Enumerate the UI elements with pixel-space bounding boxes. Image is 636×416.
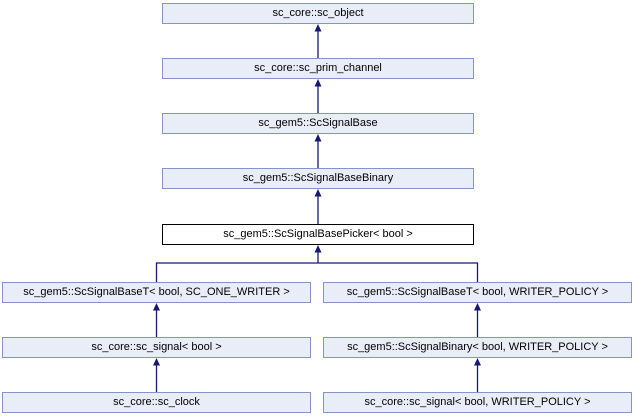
class-node-sc-core-sc-object[interactable]: sc_core::sc_object (162, 3, 474, 24)
class-node-current-sc-gem5-scsignalbasepicker: sc_gem5::ScSignalBasePicker< bool > (162, 224, 474, 245)
class-node-sc-gem5-scsignalbinary[interactable]: sc_gem5::ScSignalBinary< bool, WRITER_PO… (323, 337, 632, 358)
class-node-sc-gem5-scsignalbasebinary[interactable]: sc_gem5::ScSignalBaseBinary (162, 168, 474, 189)
class-node-sc-core-sc-signal-bool[interactable]: sc_core::sc_signal< bool > (2, 337, 311, 358)
arrow-heads (153, 24, 481, 366)
class-node-sc-gem5-scsignalbase[interactable]: sc_gem5::ScSignalBase (162, 113, 474, 134)
class-node-sc-gem5-scsignalbaset-sc-one-writer[interactable]: sc_gem5::ScSignalBaseT< bool, SC_ONE_WRI… (2, 282, 311, 303)
class-node-sc-core-sc-prim-channel[interactable]: sc_core::sc_prim_channel (162, 58, 474, 79)
class-node-sc-core-sc-signal-writer-policy[interactable]: sc_core::sc_signal< bool, WRITER_POLICY … (323, 392, 632, 413)
arrow-lines (155, 30, 479, 392)
class-node-sc-gem5-scsignalbaset-writer-policy[interactable]: sc_gem5::ScSignalBaseT< bool, WRITER_POL… (323, 282, 632, 303)
class-node-sc-core-sc-clock[interactable]: sc_core::sc_clock (2, 392, 311, 413)
